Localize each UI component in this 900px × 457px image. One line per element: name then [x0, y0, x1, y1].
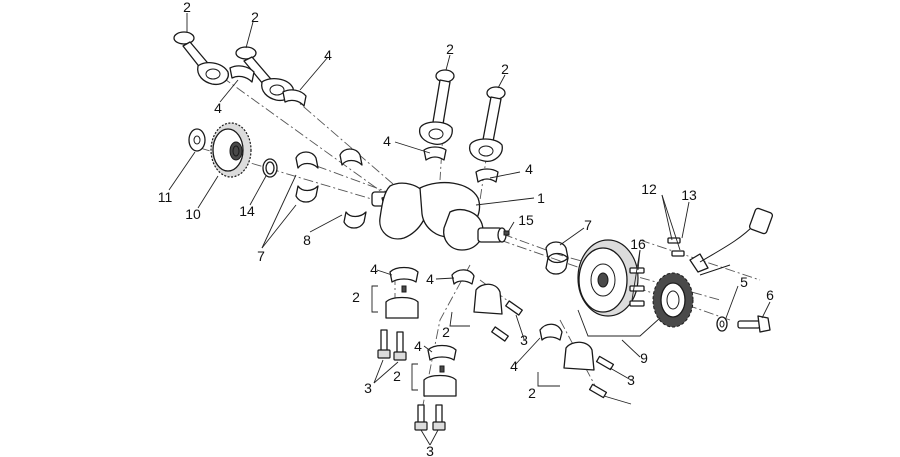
callout-3: 3: [364, 380, 372, 396]
bearing-shells-center: [423, 146, 499, 183]
callout-4: 4: [370, 261, 378, 277]
callout-1: 1: [537, 190, 545, 206]
screws-13: [667, 237, 685, 257]
bearing-cap-group-center: [451, 269, 503, 315]
callout-14: 14: [239, 203, 255, 219]
callout-2: 2: [442, 324, 450, 340]
callout-4: 4: [510, 358, 518, 374]
callout-11: 11: [158, 189, 173, 205]
connecting-rod-left-1: [173, 31, 229, 86]
callout-5: 5: [740, 274, 748, 290]
washer-5: [716, 316, 728, 332]
callout-16: 16: [630, 236, 646, 252]
leader-lines: [168, 13, 771, 446]
bearing-shell-top-left: [229, 65, 307, 107]
callout-2: 2: [251, 9, 259, 25]
bolts-3: [377, 300, 615, 431]
bearing-cap-group-right: [539, 323, 595, 371]
callout-2: 2: [183, 0, 191, 15]
bearing-shells-right: [545, 241, 569, 275]
callout-6: 6: [766, 287, 774, 303]
flywheel-9: [577, 239, 639, 317]
callout-3: 3: [520, 332, 528, 348]
gear-10: [210, 122, 252, 178]
callout-9: 9: [640, 350, 648, 366]
key-15: [503, 230, 510, 236]
bolt-6: [737, 315, 771, 333]
callout-4: 4: [214, 100, 222, 116]
axis-lines: [199, 76, 761, 421]
callout-13: 13: [681, 187, 697, 203]
callout-12: 12: [641, 181, 657, 197]
callout-7: 7: [257, 248, 265, 264]
stator-9: [652, 272, 694, 328]
callout-8: 8: [303, 232, 311, 248]
callout-3: 3: [627, 372, 635, 388]
connecting-rod-center-2: [468, 86, 506, 162]
callout-2: 2: [501, 61, 509, 77]
group-brackets: [371, 285, 661, 391]
callout-2: 2: [393, 368, 401, 384]
connecting-rod-center-1: [418, 69, 455, 145]
callout-4: 4: [414, 338, 422, 354]
bearing-cap-group-left: [385, 266, 419, 319]
callout-4: 4: [426, 271, 434, 287]
callout-2: 2: [446, 41, 454, 57]
callout-3: 3: [426, 443, 434, 457]
callout-2: 2: [352, 289, 360, 305]
callout-4: 4: [525, 161, 533, 177]
washer-11: [188, 128, 206, 152]
circlip-14: [262, 158, 278, 178]
callout-labels: 1 2 2 2 2 2 2 2 2 3 3 3 3 4 4 4 4 4 4 4 …: [158, 0, 774, 457]
callout-2: 2: [528, 385, 536, 401]
crankshaft-1: [371, 181, 507, 251]
callout-4: 4: [324, 47, 332, 63]
callout-4: 4: [383, 133, 391, 149]
callout-7: 7: [584, 217, 592, 233]
bearing-cap-group-center-left: [423, 344, 457, 397]
callout-10: 10: [185, 206, 201, 222]
bearing-shells-left: [295, 148, 367, 229]
pickup-harness-12: [689, 207, 774, 276]
callout-15: 15: [518, 212, 534, 228]
